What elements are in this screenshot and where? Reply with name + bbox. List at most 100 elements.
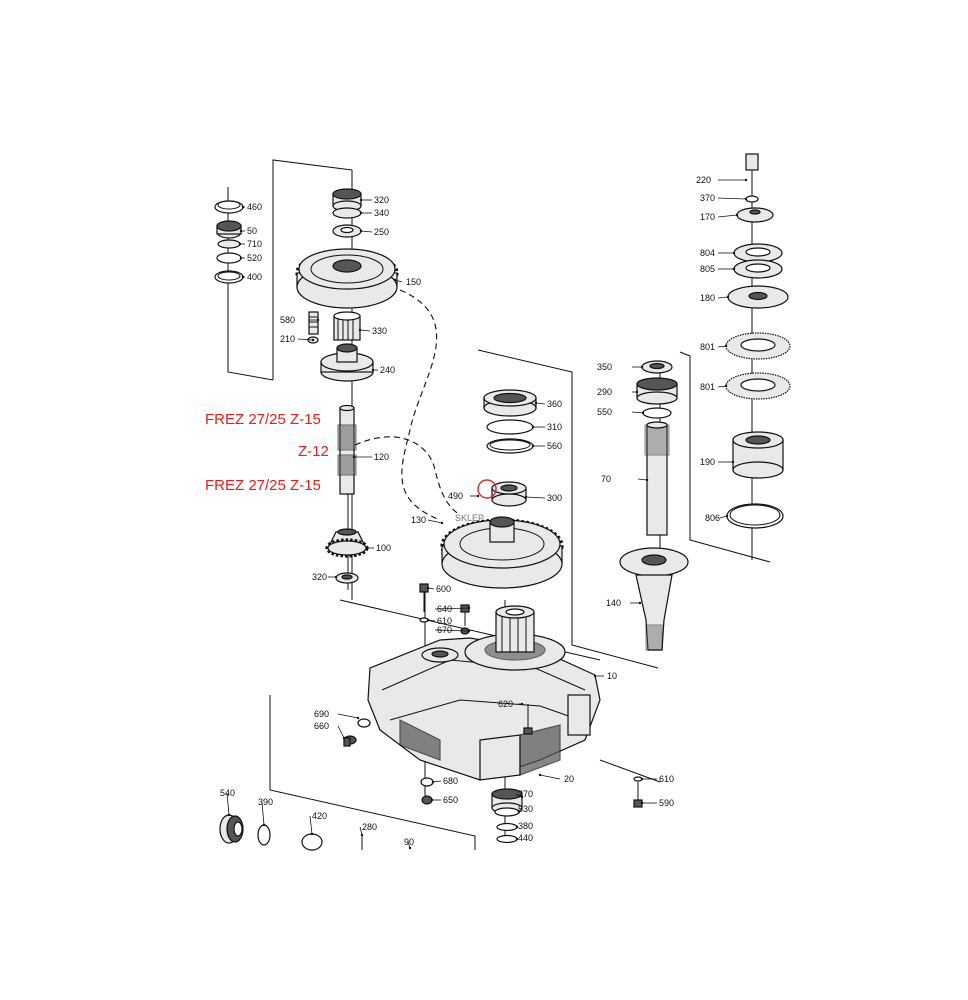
leader-dot-801 — [724, 384, 728, 388]
leader-dot-250 — [359, 229, 363, 233]
part-680-washer — [420, 777, 434, 787]
part-label-540: 540 — [220, 788, 235, 798]
part-150-gear — [295, 248, 399, 309]
part-label-805: 805 — [700, 264, 715, 274]
part-580-spring — [308, 311, 319, 335]
leader-line-150 — [394, 279, 403, 283]
part-label-370: 370 — [700, 193, 715, 203]
leader-dot-806 — [725, 514, 729, 518]
part-380-ring — [496, 822, 518, 832]
leader-line-130 — [427, 519, 443, 524]
part-label-330: 330 — [372, 326, 387, 336]
leader-dot-300 — [524, 495, 528, 499]
part-label-270: 270 — [518, 789, 533, 799]
leader-line-70 — [637, 478, 648, 481]
leader-line-680 — [432, 780, 442, 783]
part-label-650: 650 — [443, 795, 458, 805]
watermark: SKLEP — [455, 513, 484, 523]
part-620-bolt — [523, 704, 533, 735]
leader-line-801 — [717, 385, 727, 388]
annotation-z12: Z-12 — [298, 443, 329, 460]
part-340 — [332, 207, 362, 219]
part-400-ring — [214, 270, 244, 284]
leader-dot-680 — [431, 780, 435, 784]
part-label-801: 801 — [700, 382, 715, 392]
part-label-220: 220 — [696, 175, 711, 185]
part-label-620: 620 — [498, 699, 513, 709]
leader-dot-270 — [520, 795, 524, 799]
leader-line-20 — [539, 774, 561, 780]
part-label-400: 400 — [247, 272, 262, 282]
part-50-nut — [216, 220, 242, 239]
part-190-clutch-hub — [732, 431, 784, 479]
part-label-150: 150 — [406, 277, 421, 287]
leader-dot-804 — [732, 251, 736, 255]
part-label-460: 460 — [247, 202, 262, 212]
part-330-needle-bearing — [333, 311, 361, 341]
leader-dot-130 — [440, 521, 444, 525]
part-label-550: 550 — [597, 407, 612, 417]
part-label-590: 590 — [659, 798, 674, 808]
part-350-bearing — [641, 360, 673, 374]
leader-line-280 — [359, 826, 363, 836]
part-label-290: 290 — [597, 387, 612, 397]
part-806-ring — [726, 503, 784, 529]
part-490-logo-circle — [477, 479, 497, 499]
part-610-washer-right — [633, 776, 643, 782]
part-label-610: 610 — [437, 616, 452, 626]
leader-dot-490 — [476, 494, 480, 498]
leader-dot-610 — [426, 618, 430, 622]
part-label-320: 320 — [312, 572, 327, 582]
leader-dot-310 — [531, 425, 535, 429]
part-label-801: 801 — [700, 342, 715, 352]
part-310-ring — [486, 419, 534, 435]
mesh-line-150 — [399, 289, 441, 521]
part-140-flange — [619, 547, 689, 651]
part-300-bearing — [491, 481, 527, 507]
part-label-90: 90 — [404, 837, 414, 847]
leader-dot-120 — [352, 455, 356, 459]
leader-line-210 — [297, 338, 314, 341]
part-180-plate — [727, 285, 789, 309]
leader-dot-290 — [635, 390, 639, 394]
leader-dot-540 — [227, 813, 231, 817]
part-label-660: 660 — [314, 721, 329, 731]
leader-dot-370 — [744, 197, 748, 201]
leader-line-360 — [535, 402, 546, 405]
part-650-nut — [421, 795, 433, 805]
part-100-bevel-gear — [325, 528, 369, 558]
annotation-frez-top: FREZ 27/25 Z-15 — [205, 411, 321, 428]
leader-dot-640 — [467, 606, 471, 610]
leader-line-801 — [717, 345, 727, 348]
leader-dot-660 — [342, 736, 346, 740]
part-label-100: 100 — [376, 543, 391, 553]
leader-dot-280 — [360, 833, 364, 837]
leader-dot-600 — [426, 586, 430, 590]
part-250-washer — [332, 224, 362, 238]
part-label-210: 210 — [280, 334, 295, 344]
leader-line-660 — [337, 725, 345, 739]
leader-line-170 — [717, 214, 738, 218]
leader-line-330 — [359, 329, 371, 332]
leader-line-670 — [434, 629, 470, 632]
leader-dot-360 — [534, 401, 538, 405]
part-550-ring — [642, 407, 672, 419]
part-label-530: 530 — [518, 804, 533, 814]
part-70-shaft — [644, 421, 670, 536]
part-label-380: 380 — [518, 821, 533, 831]
leader-dot-320 — [334, 575, 338, 579]
leader-dot-210 — [311, 338, 315, 342]
part-label-806: 806 — [705, 513, 720, 523]
leader-line-370 — [717, 197, 747, 200]
part-120-shaft — [337, 404, 357, 495]
leader-dot-801 — [724, 344, 728, 348]
part-440-ring — [496, 834, 518, 844]
part-label-180: 180 — [700, 293, 715, 303]
part-label-130: 130 — [411, 515, 426, 525]
leader-dot-50 — [239, 229, 243, 233]
part-540-seal — [219, 814, 244, 844]
part-804-disc — [733, 243, 783, 263]
part-590-bolt — [633, 782, 643, 808]
part-460-ring — [214, 200, 244, 214]
